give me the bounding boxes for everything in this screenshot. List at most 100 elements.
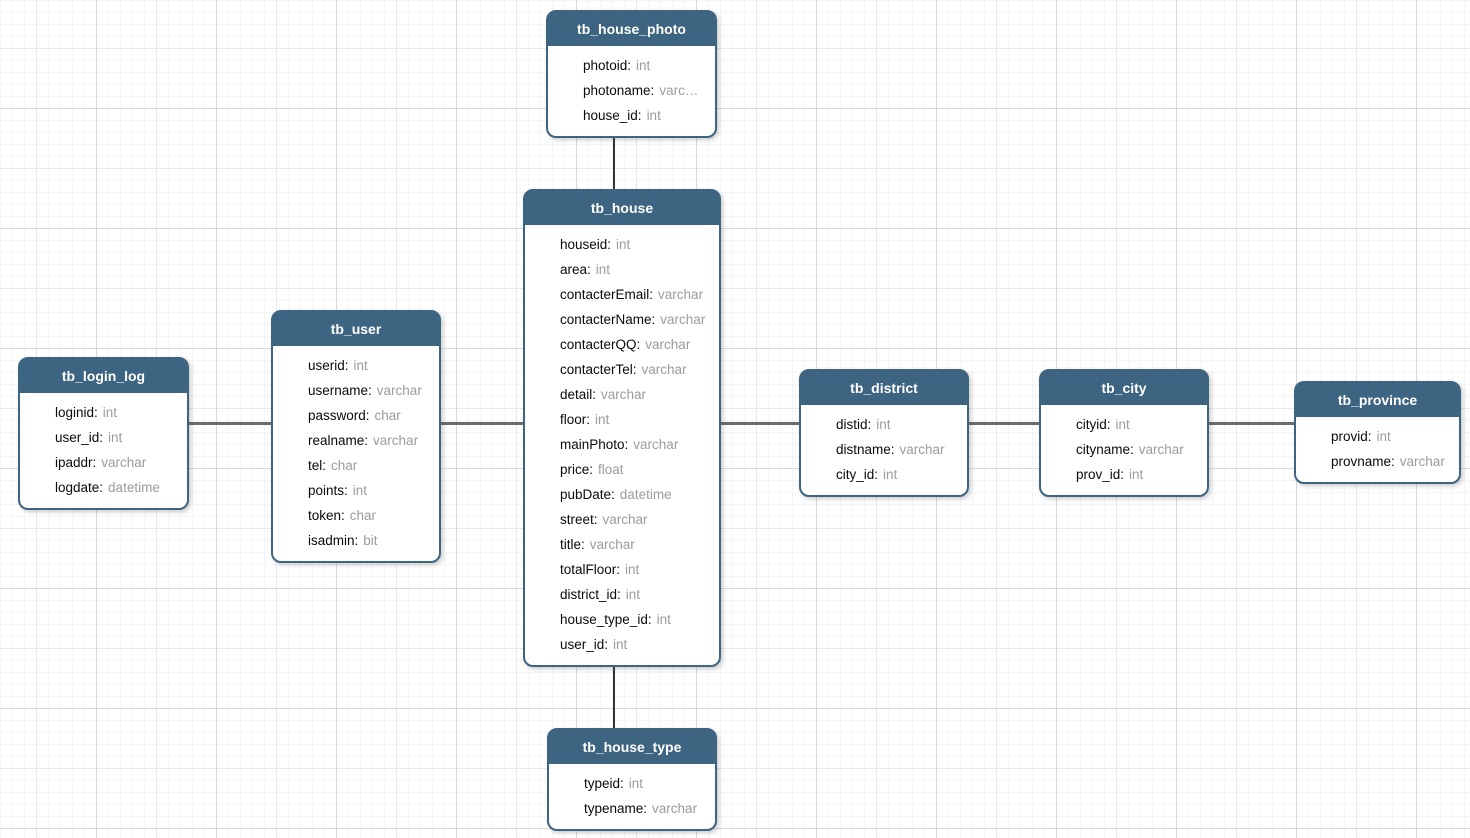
field-name: ipaddr: (55, 455, 97, 470)
field-name: provname: (1331, 454, 1395, 469)
field-name: user_id: (55, 430, 104, 445)
table-field-row: house_id: int (583, 103, 707, 128)
table-field-row: price: float (560, 457, 711, 482)
table-title[interactable]: tb_province (1296, 383, 1459, 417)
table-field-row: mainPhoto:varchar (560, 432, 711, 457)
table-field-row: provname: varchar (1331, 449, 1451, 474)
field-type: int (656, 612, 671, 627)
field-type: varchar (633, 437, 679, 452)
field-name: houseid: (560, 237, 612, 252)
field-type: int (636, 58, 651, 73)
field-name: provid: (1331, 429, 1372, 444)
field-type: varchar (660, 312, 706, 327)
connector-user-house[interactable] (441, 422, 523, 425)
field-name: detail: (560, 387, 597, 402)
table-field-row: cityid:int (1076, 412, 1199, 437)
table-field-row: prov_id:int (1076, 462, 1199, 487)
field-type: varchar (899, 442, 945, 457)
table-title[interactable]: tb_house_photo (548, 12, 715, 46)
table-field-row: contacterQQ: varchar (560, 332, 711, 357)
table-title[interactable]: tb_city (1041, 371, 1207, 405)
table-title[interactable]: tb_login_log (20, 359, 187, 393)
table-field-row: points:int (308, 478, 431, 503)
table-field-row: district_id: int (560, 582, 711, 607)
field-name: contacterName: (560, 312, 656, 327)
field-type: datetime (108, 480, 160, 495)
field-type: int (646, 108, 661, 123)
table-title[interactable]: tb_house_type (549, 730, 715, 764)
table-field-row: floor:int (560, 407, 711, 432)
field-type: int (625, 587, 641, 602)
field-type: bit (363, 533, 378, 548)
field-name: typeid: (584, 776, 624, 791)
field-type: float (598, 462, 624, 477)
table-field-row: pubDate:datetime (560, 482, 711, 507)
table-field-row: token:char (308, 503, 431, 528)
field-type: varchar (1399, 454, 1445, 469)
field-name: photoname: (583, 83, 655, 98)
field-type: varchar (658, 287, 704, 302)
connector-housephoto-house[interactable] (613, 134, 615, 189)
table-field-row: tel: char (308, 453, 431, 478)
field-type: varchar (645, 337, 691, 352)
field-name: contacterEmail: (560, 287, 654, 302)
table-field-row: photoid:int (583, 53, 707, 78)
field-type: int (353, 358, 368, 373)
table-field-row: houseid:int (560, 232, 711, 257)
table-field-row: contacterTel:varchar (560, 357, 711, 382)
connector-city-province[interactable] (1208, 422, 1294, 425)
field-type: int (625, 562, 640, 577)
table-field-row: logdate: datetime (55, 475, 179, 500)
field-name: contacterQQ: (560, 337, 641, 352)
field-type: varchar (376, 383, 422, 398)
field-name: logdate: (55, 480, 104, 495)
field-name: tel: (308, 458, 327, 473)
table-field-row: totalFloor:int (560, 557, 711, 582)
field-type: varchar (601, 387, 647, 402)
table-tb-city[interactable]: tb_city cityid:int cityname: varchar prov_i… (1039, 369, 1209, 497)
table-field-row: city_id:int (836, 462, 959, 487)
field-name: house_id: (583, 108, 642, 123)
field-name: price: (560, 462, 594, 477)
connector-house-housetype[interactable] (613, 667, 615, 728)
table-title[interactable]: tb_house (525, 191, 719, 225)
field-type: int (883, 467, 898, 482)
field-type: int (595, 412, 610, 427)
table-fields: cityid:int cityname: varchar prov_id:int (1041, 405, 1207, 495)
table-field-row: ipaddr:varchar (55, 450, 179, 475)
table-field-row: user_id:int (55, 425, 179, 450)
table-field-row: title:varchar (560, 532, 711, 557)
table-field-row: area:int (560, 257, 711, 282)
field-name: cityname: (1076, 442, 1134, 457)
connector-district-city[interactable] (968, 422, 1039, 425)
field-type: varchar (641, 362, 687, 377)
field-name: isadmin: (308, 533, 359, 548)
field-type: char (331, 458, 358, 473)
field-name: password: (308, 408, 370, 423)
field-type: char (349, 508, 377, 523)
field-type: varchar (1138, 442, 1184, 457)
field-name: userid: (308, 358, 349, 373)
field-name: points: (308, 483, 348, 498)
table-title[interactable]: tb_district (801, 371, 967, 405)
table-field-row: typeid:int (584, 771, 707, 796)
field-name: district_id: (560, 587, 621, 602)
table-field-row: realname:varchar (308, 428, 431, 453)
connector-loginlog-user[interactable] (189, 422, 271, 425)
table-title[interactable]: tb_user (273, 312, 439, 346)
connector-house-district[interactable] (721, 422, 799, 425)
table-field-row: house_type_id:int (560, 607, 711, 632)
